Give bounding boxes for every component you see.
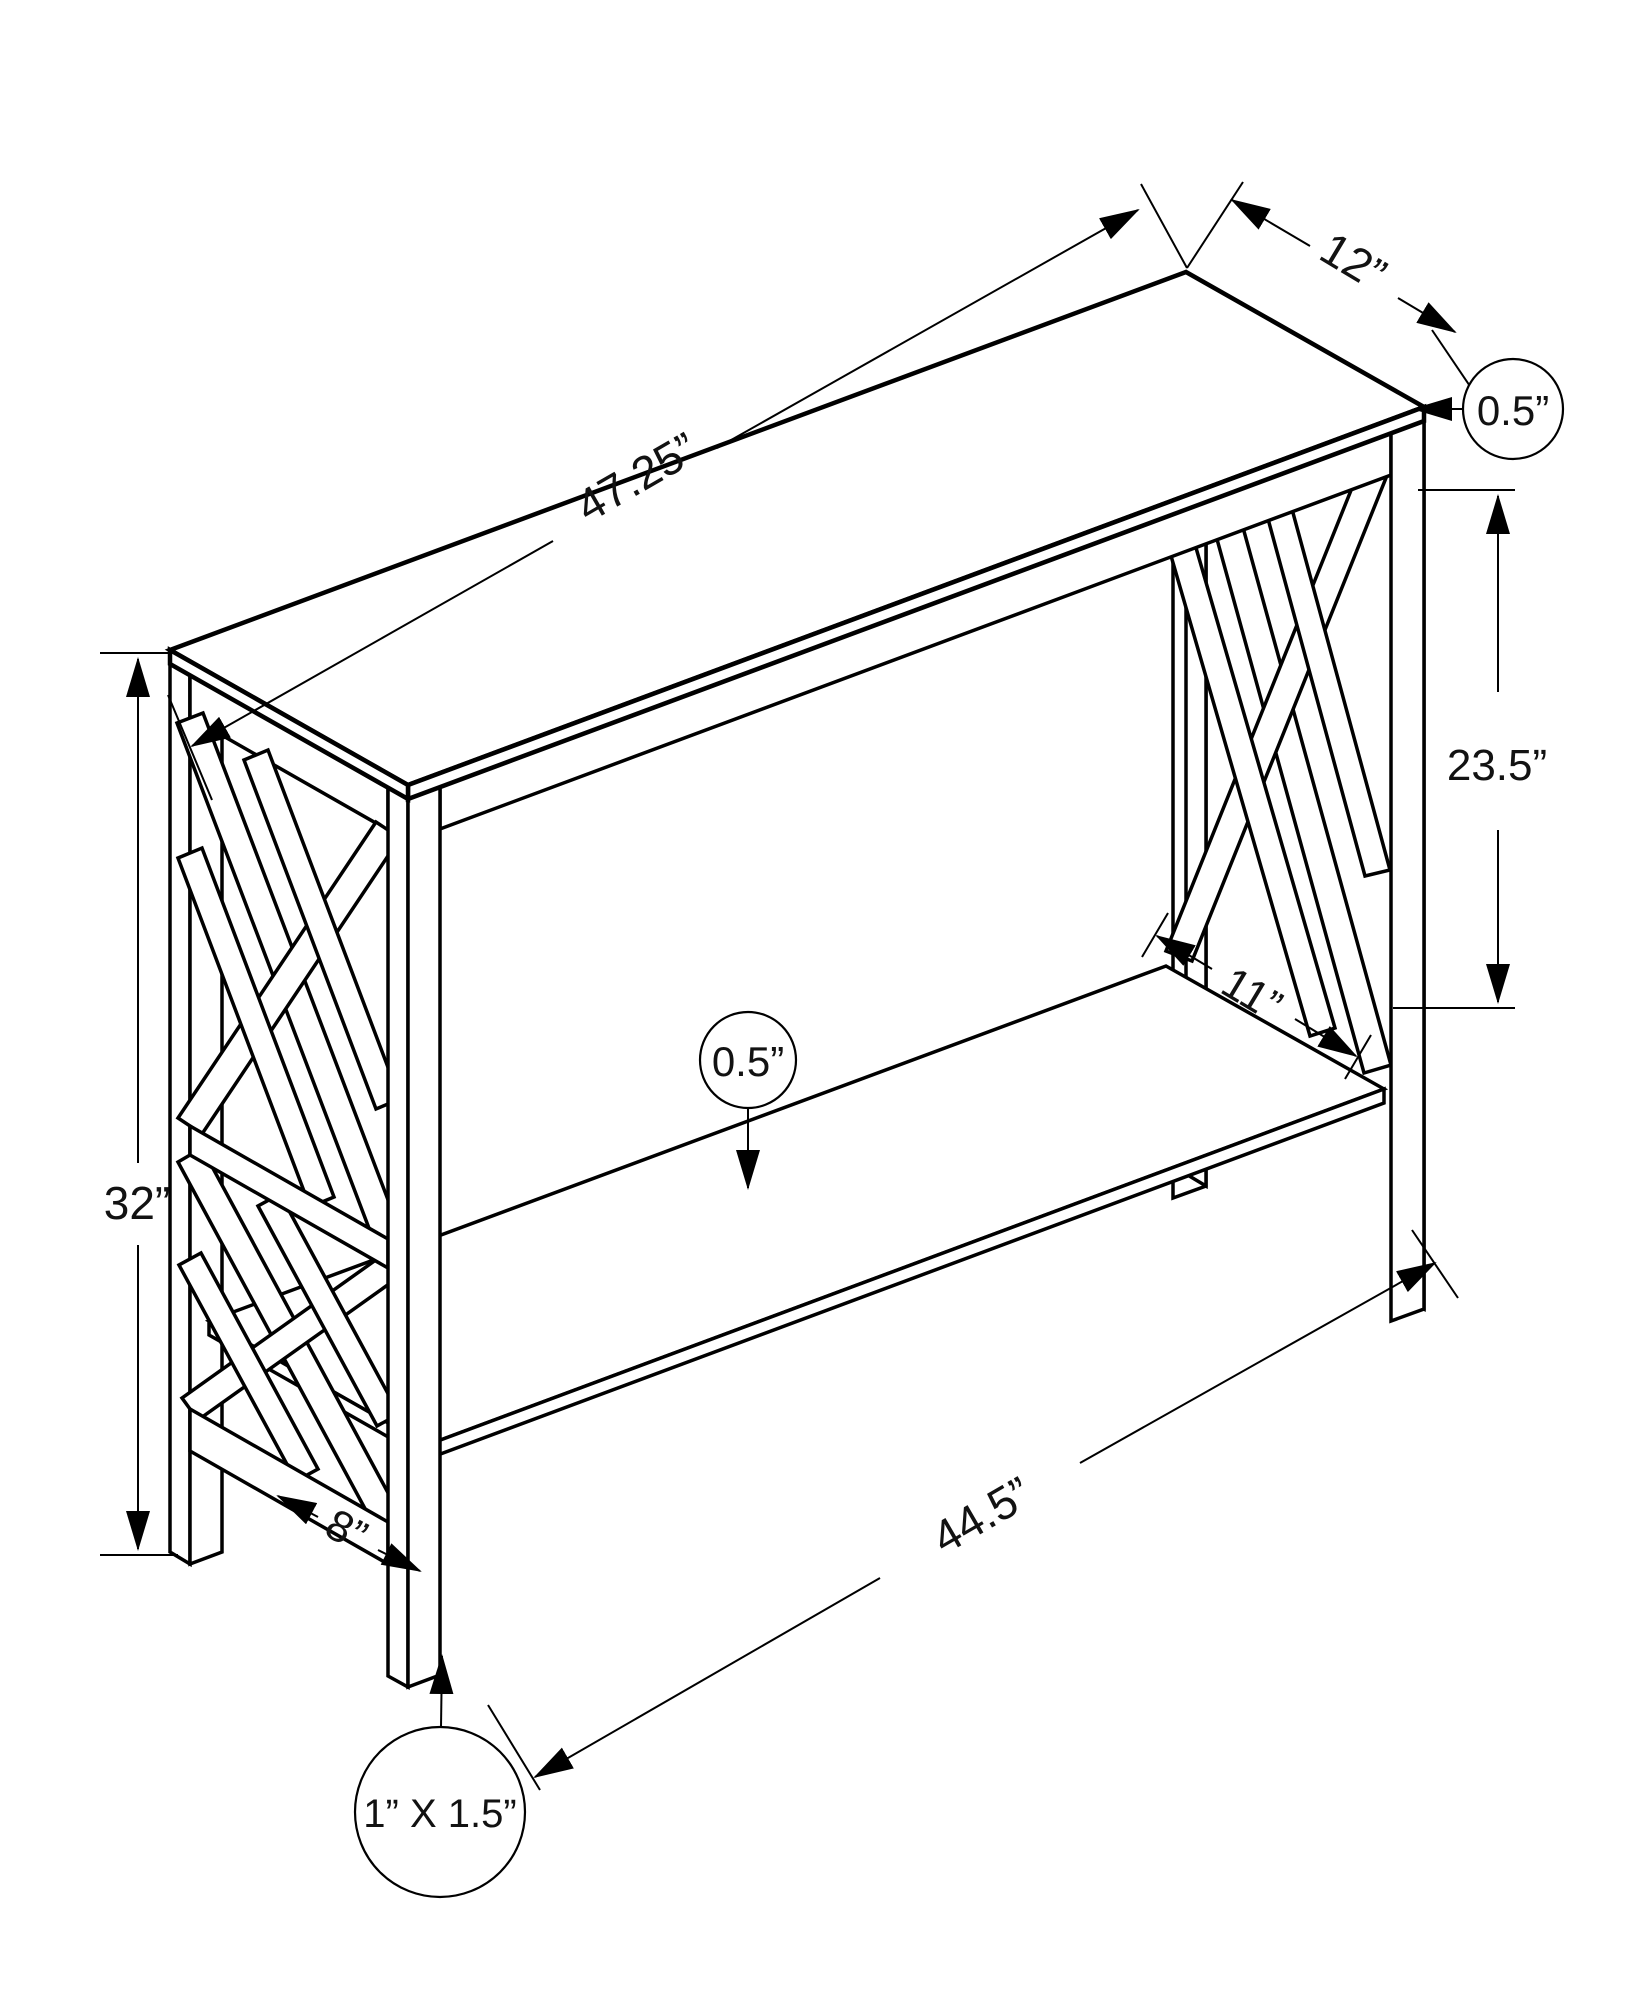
dim-shelf-depth-line-a (1155, 934, 1213, 970)
dim-side-stretcher-line-a (276, 1495, 319, 1525)
ext-tick-44-5-left (487, 1704, 541, 1791)
ext-tick-top-length-right (1140, 183, 1188, 269)
callout-leg-section: 1” X 1.5” (353, 1654, 527, 1899)
dim-top-depth-line-b (1397, 297, 1457, 334)
left-lower-x-brace-4 (176, 1250, 321, 1484)
dim-top-length-line-b (716, 209, 1140, 449)
dim-overall-height: 32” (104, 657, 170, 1551)
callout-shelf-thickness: 0.5” (698, 1010, 798, 1190)
callout-shelf-thickness-label: 0.5” (712, 1038, 784, 1085)
ext-tick-11-upper (1141, 912, 1169, 958)
dim-top-to-shelf: 23.5” (1447, 494, 1547, 1004)
table-drawing (164, 269, 1430, 1690)
ext-tick-top-depth-left (1186, 181, 1244, 269)
dim-shelf-length-label: 44.5” (923, 1466, 1040, 1563)
callout-top-thickness: 0.5” (1412, 357, 1565, 461)
dim-top-length-line-a (190, 540, 554, 747)
front-right-leg-front-face (1389, 418, 1426, 1324)
dim-top-depth-line-a (1230, 198, 1311, 247)
front-right-leg (1389, 407, 1426, 1324)
left-side-x-frame (174, 671, 404, 1568)
callout-leg-section-leader (429, 1654, 454, 1728)
front-left-leg (386, 784, 442, 1690)
ext-tick-top-length-left (167, 694, 213, 801)
dim-top-to-shelf-label: 23.5” (1447, 741, 1547, 790)
callout-top-thickness-label: 0.5” (1477, 387, 1549, 434)
dim-top-depth-label: 12” (1312, 222, 1396, 301)
front-left-leg-front-face (406, 784, 442, 1690)
dim-side-stretcher-line-b (377, 1543, 422, 1572)
front-left-leg-side-face (386, 785, 410, 1690)
dim-top-depth: 12” (1230, 198, 1457, 334)
callout-leg-section-circle (353, 1725, 527, 1899)
tabletop-left-edge (167, 646, 411, 803)
dim-shelf-depth-line-b (1294, 1018, 1358, 1058)
callout-leg-section-label: 1” X 1.5” (363, 1792, 516, 1836)
dim-shelf-length-line-a (533, 1577, 881, 1778)
dim-shelf-length-line-b (1079, 1262, 1437, 1464)
left-upper-x-brace-4 (175, 845, 337, 1210)
ext-tick-11-lower (1344, 1034, 1372, 1080)
dim-overall-height-label: 32” (104, 1177, 170, 1229)
